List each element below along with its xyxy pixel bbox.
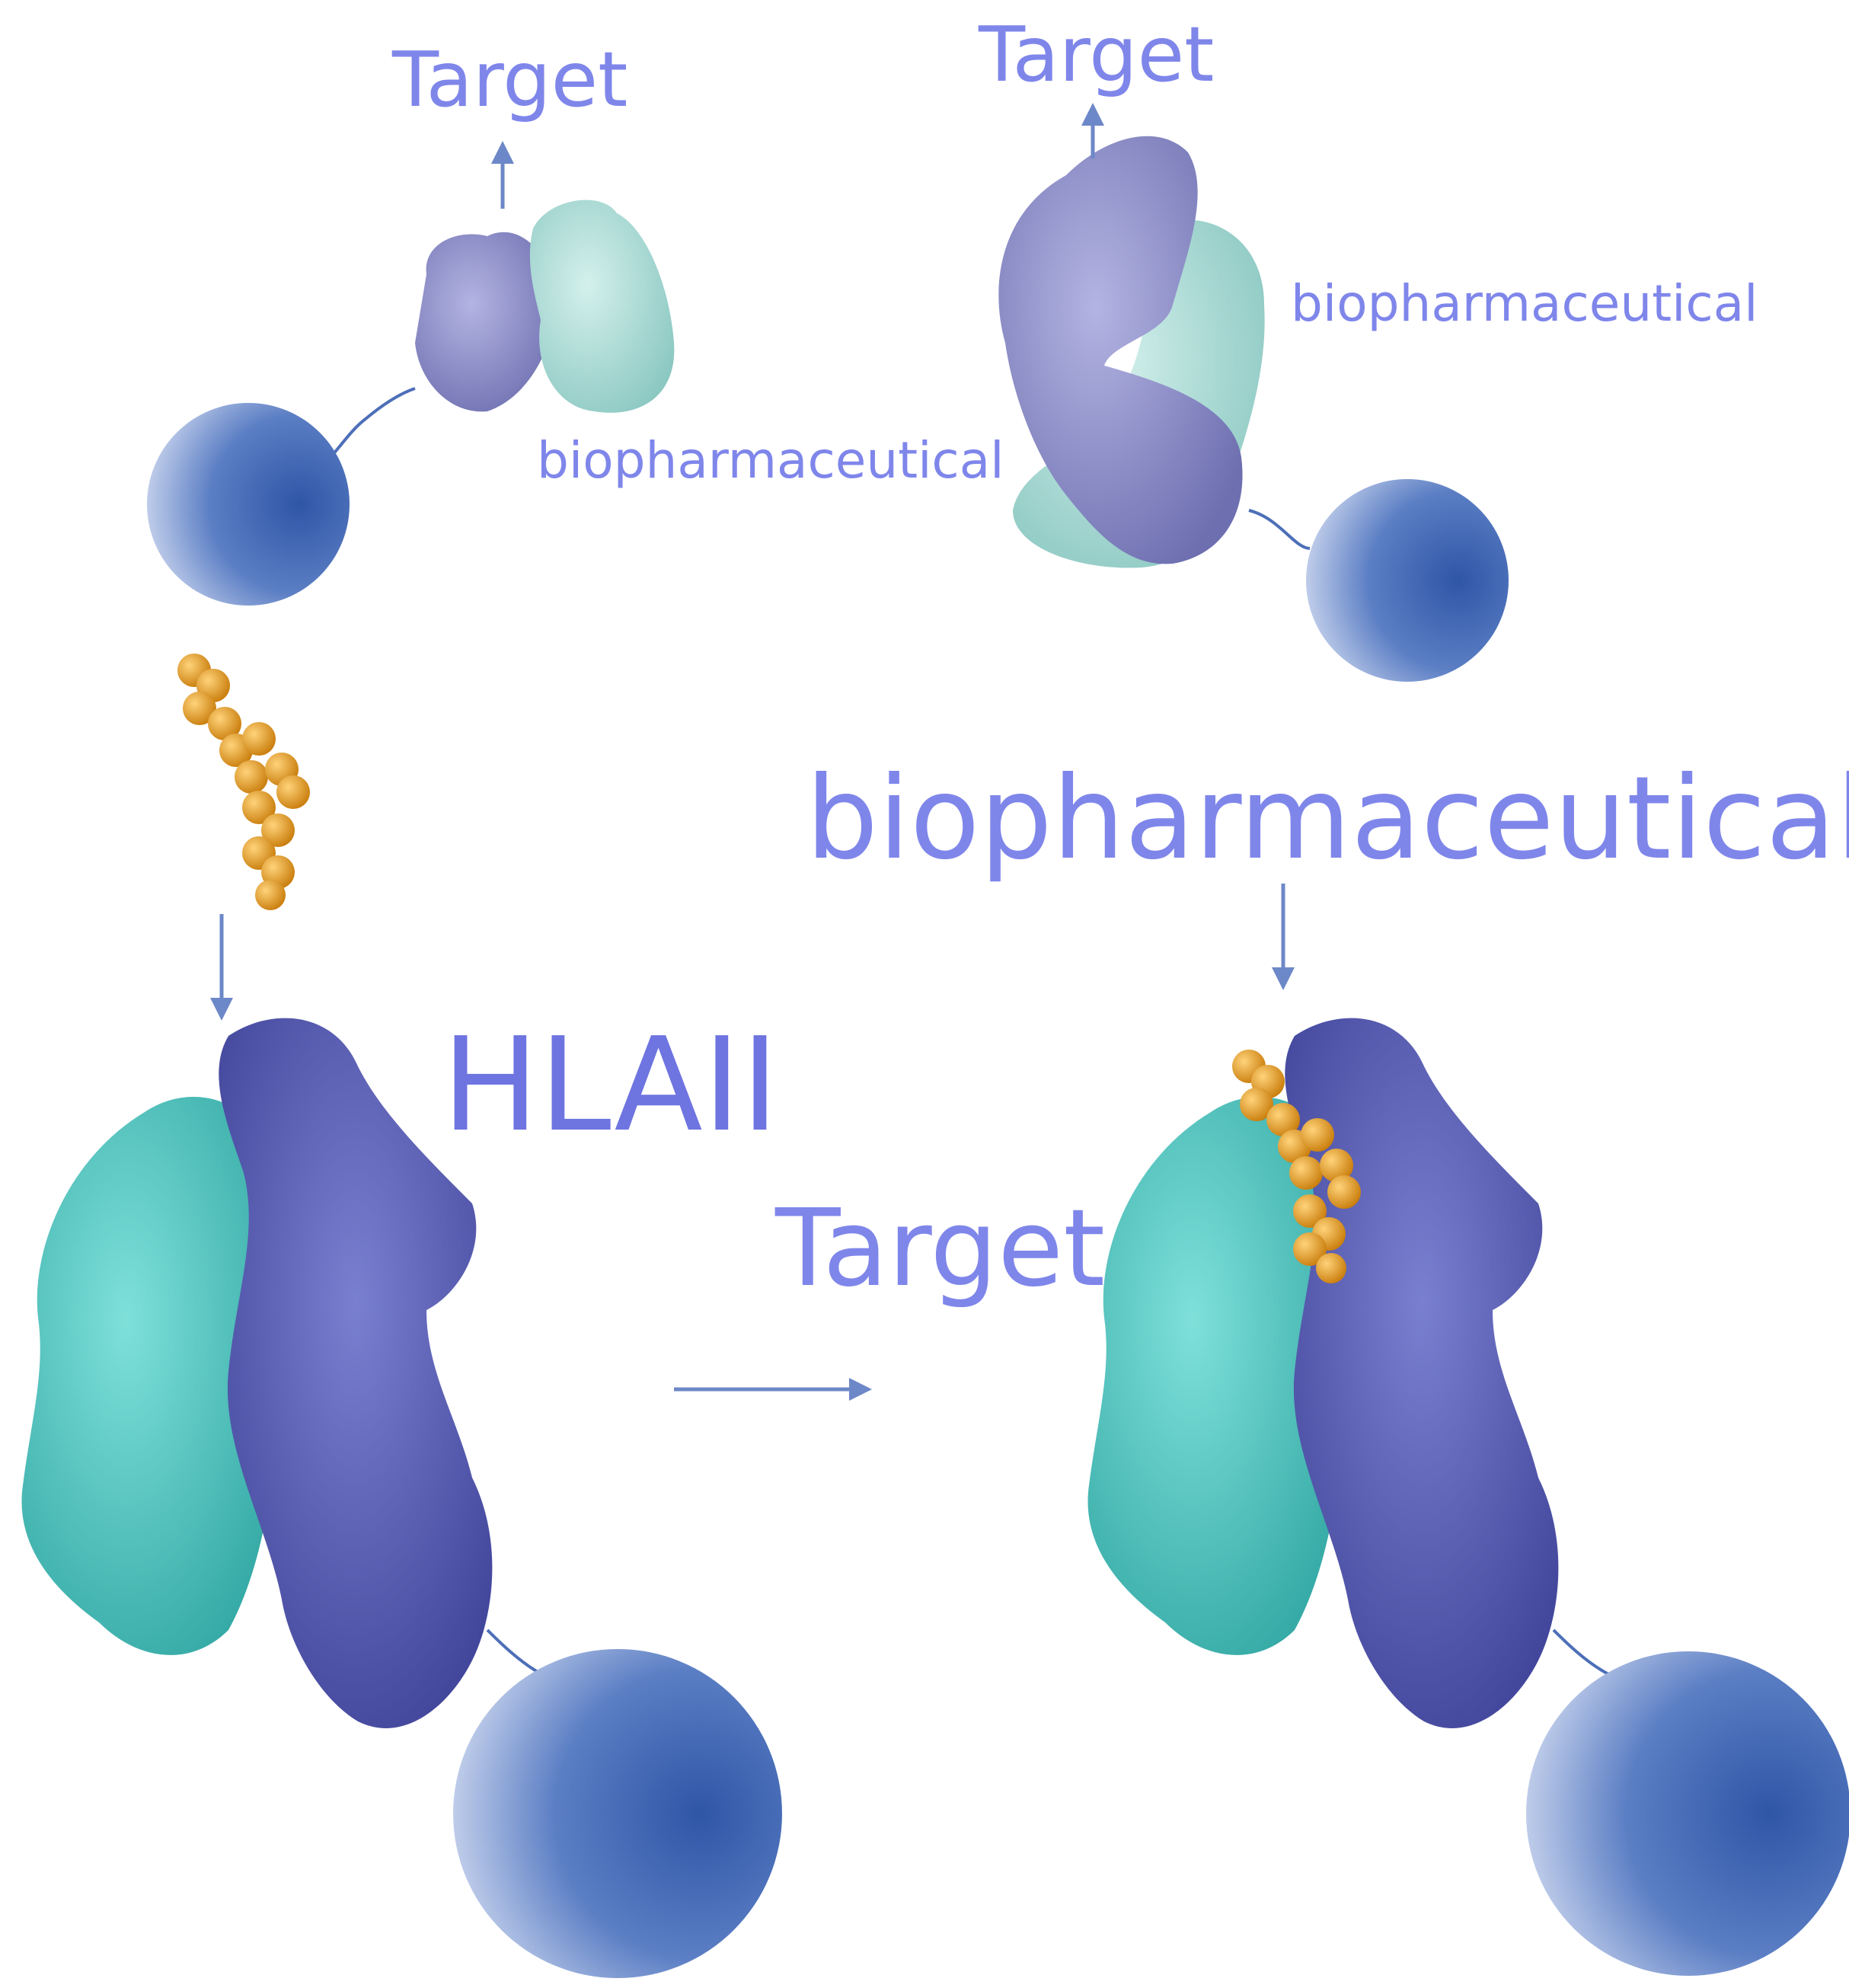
hlaii-molecule-left (21, 1018, 782, 1978)
hla-beta-chain (21, 1097, 283, 1655)
target-protein-light-purple (998, 136, 1243, 564)
hla-alpha-chain (219, 1018, 493, 1728)
hlaii-label: HLAII (442, 1010, 780, 1161)
tether-line (1248, 509, 1311, 550)
top-left-complex (147, 141, 675, 606)
biopharmaceutical-label-large: biopharmaceutical (806, 753, 1849, 885)
biopharmaceutical-label-top-left: biopharmaceutical (537, 431, 1004, 490)
biopharmaceutical-label-top-right: biopharmaceutical (1291, 274, 1758, 333)
biopharmaceutical-protein-light-teal (529, 200, 675, 413)
bead-sphere (147, 403, 350, 606)
bead-sphere (1526, 1651, 1849, 1976)
peptide-spheres (177, 654, 310, 910)
bound-peptide (1232, 1050, 1361, 1283)
top-right-complex (998, 103, 1509, 682)
target-protein-light-purple (415, 232, 557, 412)
hla-beta-chain (1087, 1097, 1349, 1655)
bead-sphere (1306, 479, 1509, 682)
target-label-middle: Target (775, 1187, 1106, 1311)
hlaii-peptide-complex-right (1087, 1018, 1849, 1976)
target-label-top-right: Target (979, 10, 1215, 99)
bead-sphere (453, 1649, 782, 1978)
target-label-top-left: Target (392, 35, 628, 124)
